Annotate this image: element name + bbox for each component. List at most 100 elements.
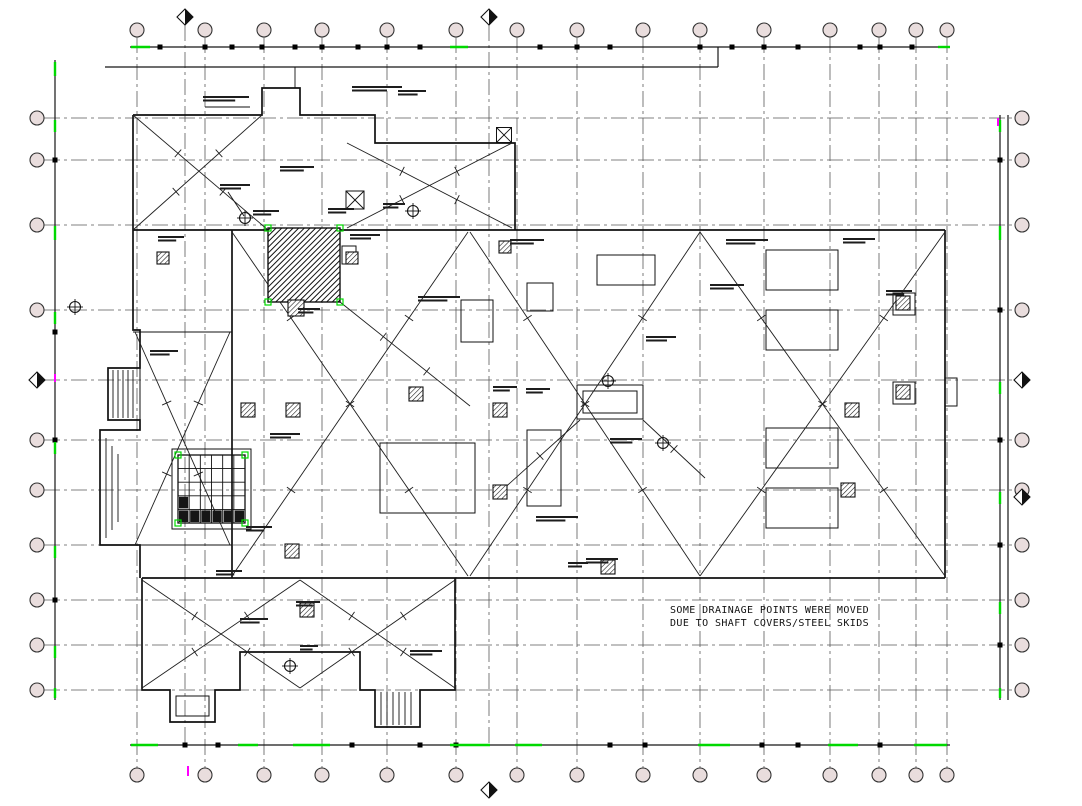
slope-tick (454, 166, 460, 176)
annotation-label-mark (240, 618, 268, 620)
annotation-label-mark (710, 287, 734, 290)
roof-drain-symbol (840, 482, 856, 498)
annotation-label-mark (216, 573, 235, 576)
annotation-label-mark (843, 241, 866, 244)
annotation-label-mark (150, 353, 170, 356)
slope-tick (193, 400, 204, 406)
dimension-tick (997, 437, 1003, 443)
slope-tick (379, 332, 387, 341)
equipment-rect (596, 254, 656, 286)
dimension-tick (292, 44, 298, 50)
roof-slope-line (339, 301, 471, 407)
grid-bubble-left (29, 217, 45, 233)
skylight-dark-cell (190, 510, 200, 522)
annotation-label-mark (300, 648, 313, 651)
grid-bubble-left (29, 432, 45, 448)
grid-bubble-bottom (569, 767, 585, 783)
roof-drain-symbol (895, 295, 911, 311)
grid-bubble-right (1014, 537, 1030, 553)
slope-tick (756, 486, 766, 494)
annotation-label-mark (710, 284, 744, 286)
annotation-label-mark (886, 293, 905, 296)
annotation-label-mark (493, 386, 517, 388)
drainage-note-line2: DUE TO SHAFT COVERS/STEEL SKIDS (670, 618, 870, 629)
grid-bubble-right (1014, 682, 1030, 698)
annotation-label-mark (646, 339, 667, 342)
skylight-dark-cell (212, 510, 222, 522)
annotation-label-mark (280, 166, 314, 168)
annotation-label-mark (220, 184, 250, 186)
dimension-tick (857, 44, 863, 50)
dimension-tick (997, 642, 1003, 648)
annotation-label-mark (246, 526, 272, 528)
equipment-rect (107, 367, 141, 421)
dimension-tick (997, 542, 1003, 548)
roof-drain-symbol (284, 543, 300, 559)
osnap-square (264, 224, 272, 232)
grid-bubble-bottom (635, 767, 651, 783)
grid-bubble-left (29, 110, 45, 126)
skylight-dark-cell (223, 510, 233, 522)
slope-tick (161, 471, 172, 477)
grid-bubble-bottom (908, 767, 924, 783)
annotation-label-mark (383, 203, 405, 205)
annotation-label-mark (298, 308, 320, 310)
annotation-label-mark (586, 561, 609, 564)
equipment-rect (460, 299, 494, 343)
grid-bubble-bottom (509, 767, 525, 783)
interior-line (227, 191, 245, 217)
annotation-label-mark (526, 391, 543, 394)
shaft-box (496, 127, 512, 143)
grid-bubble-top (314, 22, 330, 38)
annotation-label-mark (296, 601, 320, 603)
annotation-label-mark (280, 169, 304, 172)
equipment-rect (944, 377, 958, 407)
grid-bubble-bottom (379, 767, 395, 783)
annotation-label-mark (568, 562, 588, 564)
annotation-label-mark (383, 206, 399, 209)
dimension-tick (319, 44, 325, 50)
slope-tick (161, 400, 172, 406)
dimension-tick (607, 742, 613, 748)
annotation-label-mark (886, 290, 912, 292)
equipment-rect (379, 442, 476, 514)
slope-tick (348, 647, 355, 657)
slope-tick (345, 400, 355, 408)
slope-tick (215, 149, 223, 158)
roof-drain-symbol (492, 402, 508, 418)
dimension-tick (607, 44, 613, 50)
grid-bubble-top (692, 22, 708, 38)
drainage-note: SOME DRAINAGE POINTS WERE MOVED DUE TO S… (670, 604, 869, 630)
grid-bubble-top (256, 22, 272, 38)
annotation-label-mark (296, 604, 313, 607)
equipment-rect (171, 448, 252, 530)
grid-bubble-left (29, 637, 45, 653)
grid-bubble-left (29, 682, 45, 698)
slope-tick (172, 187, 180, 196)
diamond-marker-fill (1022, 489, 1030, 505)
slope-tick (244, 647, 251, 657)
dimension-tick (229, 44, 235, 50)
slope-tick (400, 647, 407, 657)
shaft-box-diagonal (345, 190, 365, 210)
grid-bubble-right (1014, 217, 1030, 233)
annotation-label-mark (352, 86, 402, 88)
slope-tick (818, 400, 827, 408)
annotation-label-mark (410, 650, 442, 652)
annotation-label-mark (270, 436, 291, 439)
annotation-label-mark (203, 96, 249, 98)
annotation-label-mark (203, 99, 236, 102)
equipment-rect (892, 292, 916, 316)
osnap-square (264, 298, 272, 306)
annotation-label-mark (270, 433, 300, 435)
grid-bubble-bottom (939, 767, 955, 783)
annotation-label-mark (300, 645, 318, 647)
grid-bubble-top (822, 22, 838, 38)
roof-slope-line (141, 579, 301, 689)
grid-bubble-top (129, 22, 145, 38)
annotation-label-mark (536, 516, 578, 518)
roof-slope-line (132, 114, 269, 231)
annotation-label-mark (843, 238, 875, 240)
osnap-square (174, 519, 182, 527)
